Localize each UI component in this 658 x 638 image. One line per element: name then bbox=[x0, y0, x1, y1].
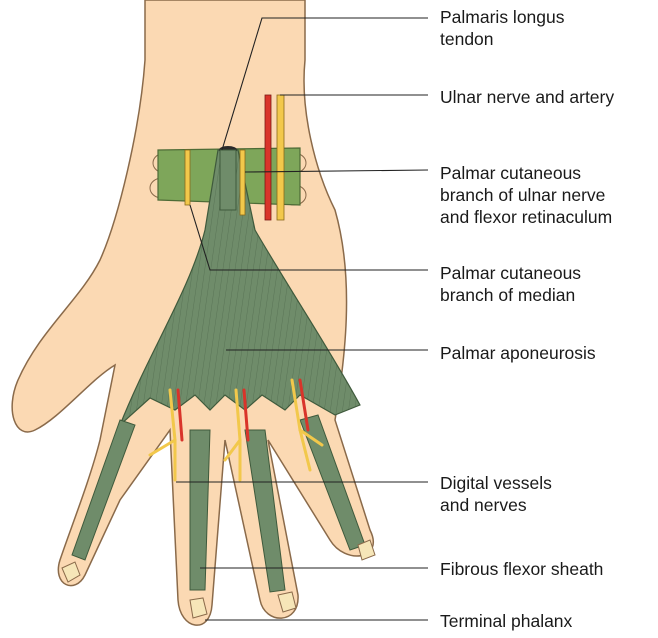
ulnar-cutaneous-branch bbox=[240, 150, 245, 215]
label-fibrous-flexor-sheath: Fibrous flexor sheath bbox=[440, 558, 603, 580]
label-palmar-cutaneous-branch-median: Palmar cutaneous branch of median bbox=[440, 262, 581, 306]
label-palmaris-longus-tendon: Palmaris longus tendon bbox=[440, 6, 565, 50]
median-cutaneous-branch bbox=[185, 150, 190, 205]
palmaris-longus-tendon bbox=[220, 150, 236, 210]
label-palmar-cutaneous-branch-ulnar: Palmar cutaneous branch of ulnar nerve a… bbox=[440, 162, 612, 228]
label-terminal-phalanx: Terminal phalanx bbox=[440, 610, 572, 632]
label-ulnar-nerve-and-artery: Ulnar nerve and artery bbox=[440, 86, 614, 108]
terminal-phalanges bbox=[62, 540, 375, 618]
label-palmar-aponeurosis: Palmar aponeurosis bbox=[440, 342, 596, 364]
label-digital-vessels-and-nerves: Digital vessels and nerves bbox=[440, 472, 552, 516]
